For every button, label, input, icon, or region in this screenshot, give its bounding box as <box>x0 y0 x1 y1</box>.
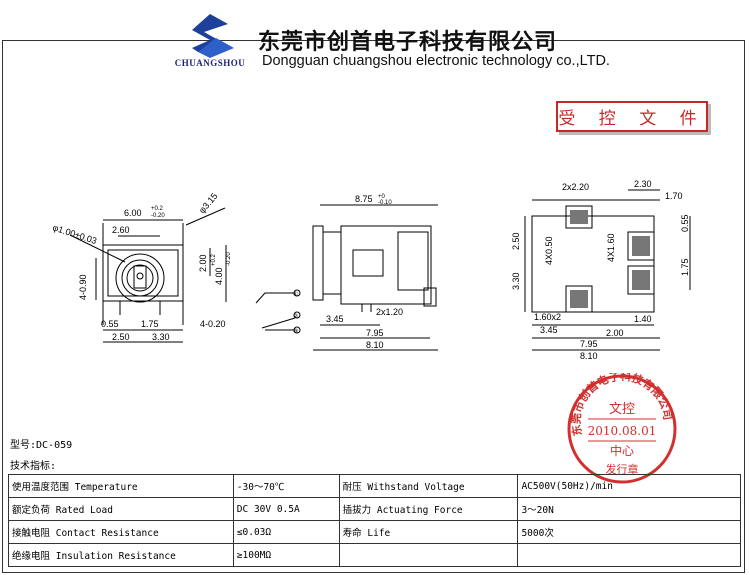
company-logo-icon <box>192 14 234 58</box>
pin-label: ② <box>293 313 298 320</box>
dim-label: -0.20 <box>151 213 165 219</box>
spec-cell: 寿命 Life <box>338 520 519 544</box>
company-name-cn: 东莞市创首电子科技有限公司 <box>258 29 558 55</box>
dim-label: 2.00 <box>606 328 624 338</box>
bottom-view-dimensions: 2x2.20 2.30 1.70 2.50 4X0.50 4X1.60 0.55… <box>511 179 690 361</box>
spec-cell: 5000次 <box>517 520 741 544</box>
bottom-view <box>524 189 691 351</box>
dim-label: 4-0.20 <box>200 319 226 329</box>
dim-label: +0.2 <box>211 253 217 266</box>
side-view-dimensions: 8.75 +0 -0.10 2x1.20 3.45 7.95 8.10 ① ② … <box>293 194 403 350</box>
dim-label: 2.00 <box>198 254 208 272</box>
dim-label: 4.00 <box>214 267 224 285</box>
dim-label: 6.00 <box>124 208 142 218</box>
dim-label: 3.45 <box>326 314 344 324</box>
dim-label: φ1.00±0.03 <box>51 222 98 246</box>
seal-date: 2010.08.01 <box>588 424 657 438</box>
dim-label: 0.55 <box>680 214 690 232</box>
dim-label: -0.10 <box>378 200 392 206</box>
pin-label: ① <box>293 291 298 298</box>
table-row: 接触电阻 Contact Resistance ≤0.03Ω 寿命 Life 5… <box>8 520 741 544</box>
dim-label: 0.55 <box>101 319 119 329</box>
dim-label: 4X1.60 <box>606 233 616 262</box>
dim-label: 8.10 <box>580 351 598 361</box>
dim-label: 4-0.90 <box>78 274 88 300</box>
spec-cell: AC500V(50Hz)/min <box>517 474 741 498</box>
bottom-view-hatches <box>570 210 650 308</box>
dim-label: -0.20 <box>226 252 232 266</box>
pin-label: ③ <box>293 328 298 335</box>
spec-cell: -30～70℃ <box>232 474 340 498</box>
dim-label: 2x1.20 <box>376 307 403 317</box>
spec-table: 使用温度范围 Temperature -30～70℃ 耐压 Withstand … <box>8 474 741 567</box>
dim-label: 4X0.50 <box>544 236 554 265</box>
spec-cell: 接触电阻 Contact Resistance <box>8 520 234 544</box>
spec-cell: 插拔力 Actuating Force <box>338 497 519 521</box>
dim-label: 2.60 <box>112 225 130 235</box>
dim-label: 1.75 <box>141 319 159 329</box>
model-number: 型号:DC-059 <box>10 440 73 451</box>
spec-cell: 3～20N <box>517 497 741 521</box>
dim-label: 1.60x2 <box>534 312 561 322</box>
spec-cell: 绝缘电阻 Insulation Resistance <box>8 543 234 567</box>
spec-cell: 耐压 Withstand Voltage <box>338 474 519 498</box>
logo-text: CHUANGSHOU <box>174 58 246 68</box>
seal-line3: 发行章 <box>606 462 639 476</box>
dim-label: 3.30 <box>152 332 170 342</box>
dim-label: 8.75 <box>355 194 373 204</box>
seal-line2: 中心 <box>610 443 634 458</box>
dim-label: 2x2.20 <box>562 182 589 192</box>
dim-label: 1.40 <box>634 314 652 324</box>
dim-label: 3.45 <box>540 325 558 335</box>
dim-label: +0 <box>378 194 386 200</box>
dim-label: 7.95 <box>366 328 384 338</box>
dim-label: 2.50 <box>112 332 130 342</box>
spec-cell: 使用温度范围 Temperature <box>8 474 234 498</box>
side-view <box>255 204 438 351</box>
dim-label: 2.50 <box>511 232 521 250</box>
spec-cell: ≤0.03Ω <box>232 520 340 544</box>
dim-label: 1.75 <box>680 258 690 276</box>
spec-cell: DC 30V 0.5A <box>232 497 340 521</box>
table-row: 使用温度范围 Temperature -30～70℃ 耐压 Withstand … <box>8 474 741 498</box>
dim-label: 1.70 <box>665 191 683 201</box>
dim-label: 7.95 <box>580 339 598 349</box>
dim-label: 2.30 <box>634 179 652 189</box>
spec-cell <box>338 543 519 567</box>
spec-cell: ≥100MΩ <box>232 543 340 567</box>
spec-title: 技术指标: <box>10 461 57 472</box>
spec-cell <box>517 543 741 567</box>
drawing-frame <box>2 40 745 573</box>
table-row: 额定负荷 Rated Load DC 30V 0.5A 插拔力 Actuatin… <box>8 497 741 521</box>
table-row: 绝缘电阻 Insulation Resistance ≥100MΩ <box>8 543 741 567</box>
front-view <box>69 207 227 343</box>
dim-label: 3.30 <box>511 272 521 290</box>
controlled-document-badge: 受 控 文 件 <box>556 101 708 132</box>
dim-label: +0.2 <box>151 206 164 212</box>
spec-cell: 额定负荷 Rated Load <box>8 497 234 521</box>
company-seal: 东莞市创首电子科技有限公司 文控 2010.08.01 中心 发行章 <box>567 373 677 484</box>
company-name-en: Dongguan chuangshou electronic technolog… <box>262 53 610 69</box>
dim-label: 8.10 <box>366 340 384 350</box>
seal-line1: 文控 <box>609 402 635 417</box>
